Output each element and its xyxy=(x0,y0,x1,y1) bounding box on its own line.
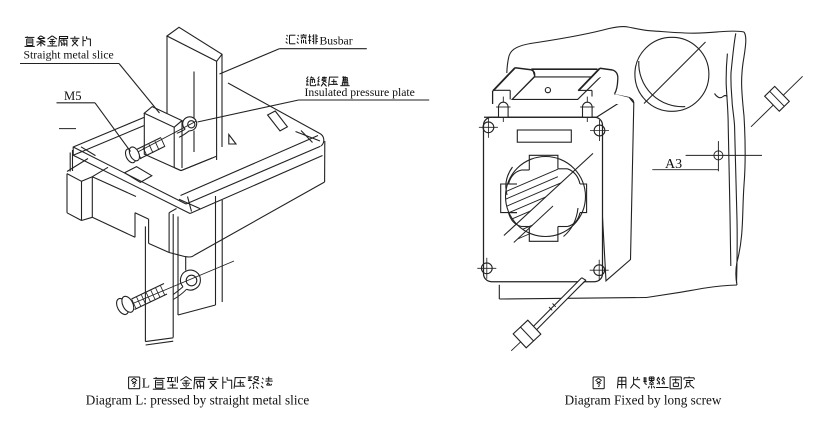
svg-text:A3: A3 xyxy=(665,157,682,172)
svg-text:Busbar: Busbar xyxy=(320,35,353,48)
svg-text:Diagram L: pressed by straight: Diagram L: pressed by straight metal sli… xyxy=(86,392,310,407)
svg-text:Straight metal slice: Straight metal slice xyxy=(24,48,114,61)
svg-text:Diagram Fixed by long screw: Diagram Fixed by long screw xyxy=(565,392,722,407)
svg-text:Insulated pressure plate: Insulated pressure plate xyxy=(305,86,415,99)
svg-text:L: L xyxy=(142,375,150,390)
svg-text:M5: M5 xyxy=(64,89,82,103)
